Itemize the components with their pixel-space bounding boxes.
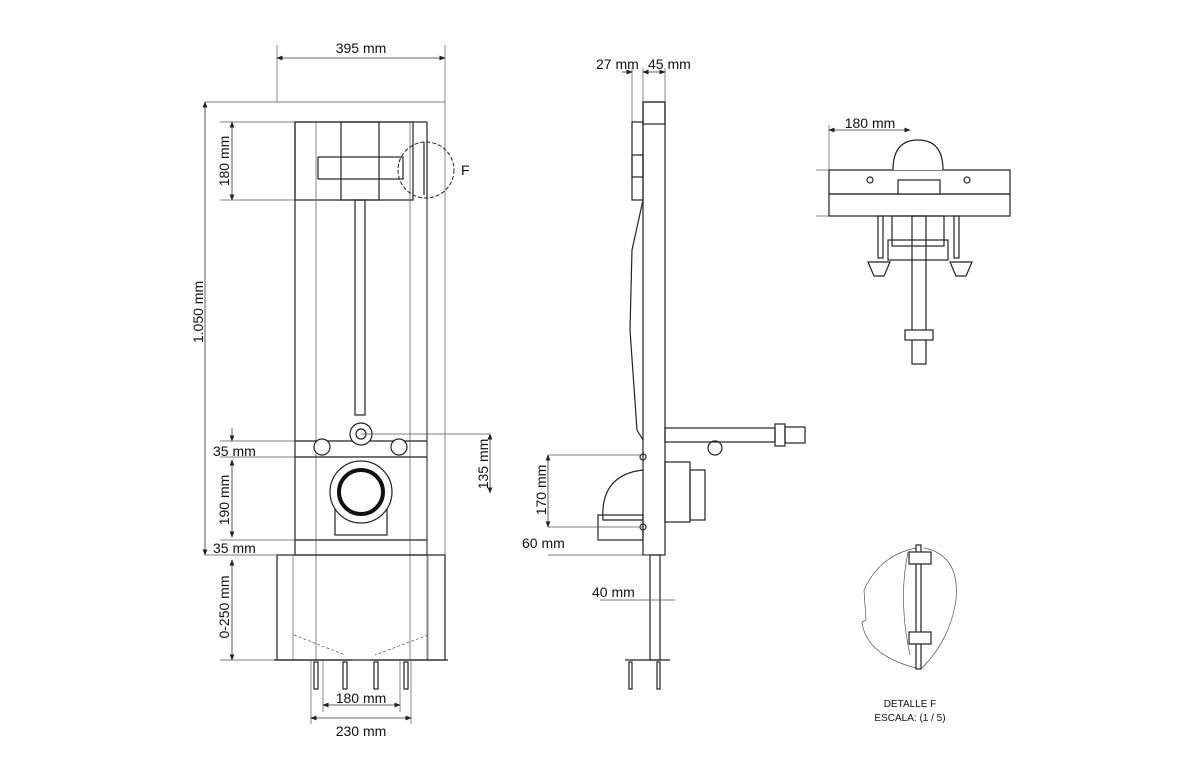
dim-180-legs: 180 mm	[336, 690, 387, 706]
dim-180-top: 180 mm	[216, 136, 232, 187]
detail-f-callout	[397, 141, 455, 199]
front-view	[205, 45, 490, 690]
detail-f-label: F	[461, 162, 470, 178]
side-dimensions: 27 mm 45 mm 170 mm 60 mm 40 mm	[522, 56, 691, 600]
dim-170: 170 mm	[533, 465, 549, 516]
front-dimensions: 395 mm 1.050 mm 180 mm 35 mm 190 mm 35 m…	[190, 40, 493, 739]
dim-27: 27 mm	[596, 56, 639, 72]
dim-40: 40 mm	[592, 584, 635, 600]
detail-f: DETALLE F ESCALA: (1 / 5)	[861, 544, 957, 724]
side-view	[548, 68, 806, 690]
dim-190: 190 mm	[216, 475, 232, 526]
dim-1050: 1.050 mm	[190, 281, 206, 343]
top-dimensions: 180 mm	[828, 115, 911, 133]
detail-scale: ESCALA: (1 / 5)	[874, 713, 945, 724]
top-view	[816, 125, 1011, 365]
dim-45: 45 mm	[648, 56, 691, 72]
dim-180-top-view: 180 mm	[845, 115, 896, 131]
dim-230-legs: 230 mm	[336, 723, 387, 739]
dim-35-upper: 35 mm	[213, 443, 256, 459]
dim-0-250: 0-250 mm	[216, 575, 232, 638]
dim-135: 135 mm	[475, 439, 491, 490]
dim-35-lower: 35 mm	[213, 540, 256, 556]
dim-60: 60 mm	[522, 535, 565, 551]
detail-title: DETALLE F	[884, 699, 937, 710]
dim-395: 395 mm	[336, 40, 387, 56]
